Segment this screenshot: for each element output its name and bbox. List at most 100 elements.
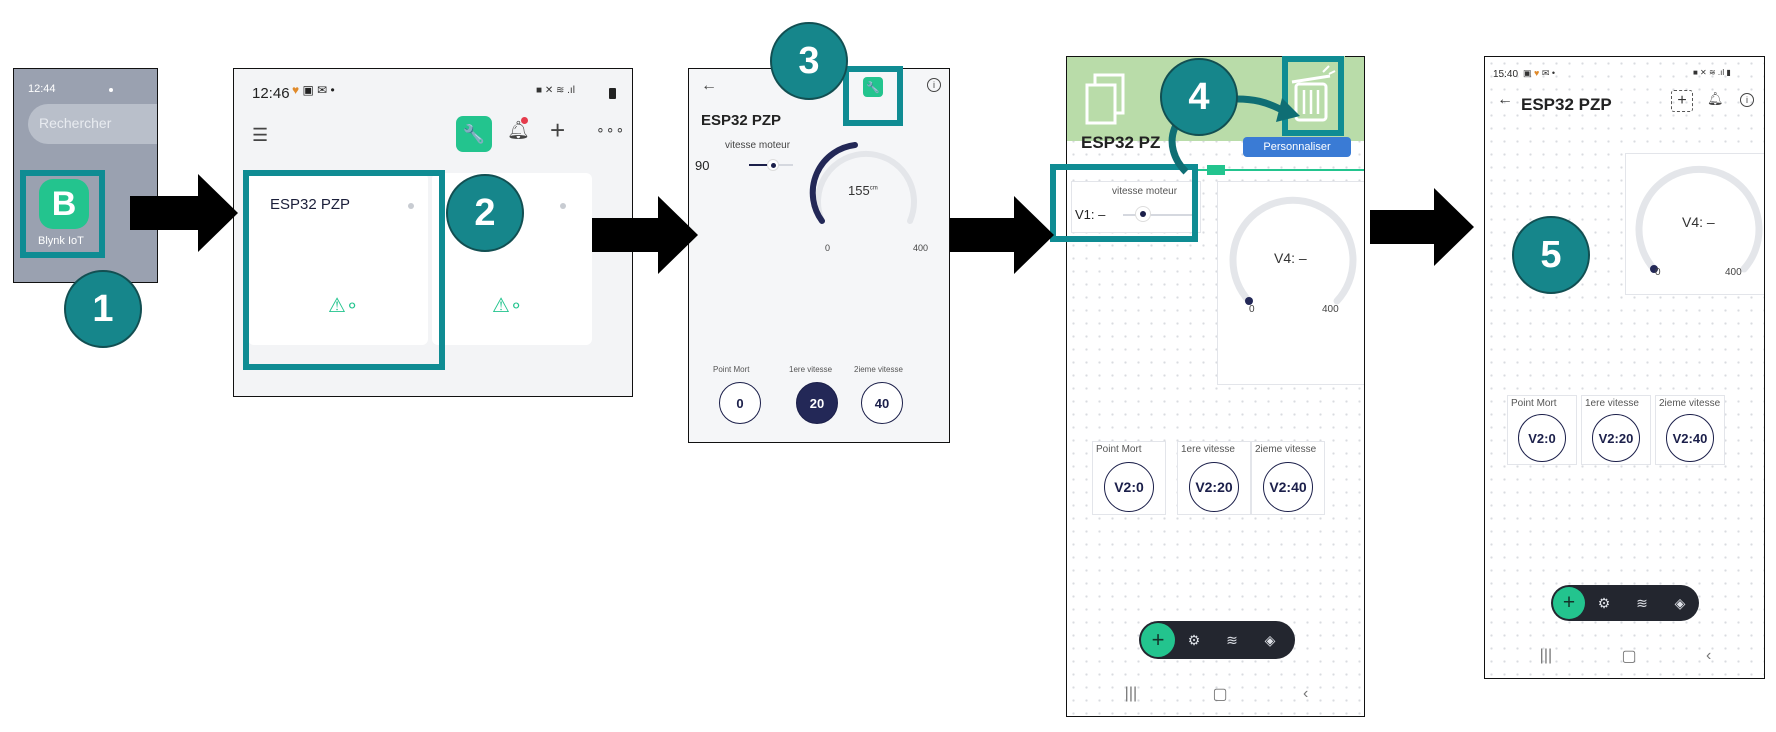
gauge-min: 0 (1655, 267, 1661, 278)
app-label: Blynk IoT (38, 235, 84, 247)
button-label-1ere-vitesse: 1ere vitesse (1181, 444, 1235, 455)
trash-icon[interactable] (1287, 62, 1337, 126)
step-badge-1: 1 (64, 270, 142, 348)
highlight-app-icon (20, 170, 105, 258)
search-bar[interactable]: Rechercher (28, 104, 157, 144)
edit-toolbar: + ⚙ ≋ ◈ (1551, 585, 1699, 621)
plus-icon[interactable]: + (550, 115, 566, 145)
slider-track[interactable] (1123, 206, 1193, 222)
signal-icons: ■ ✕ ≋ .ıl (536, 85, 575, 96)
battery-icon (609, 88, 616, 99)
datastreams-icon[interactable]: ≋ (1636, 594, 1648, 611)
panel-edit-mode: ESP32 PZ Personnaliser vitesse moteur V1… (1066, 56, 1365, 717)
gauge-max: 400 (913, 243, 929, 253)
datastreams-icon[interactable]: ≋ (1226, 631, 1238, 648)
edit-selection-line (1197, 169, 1364, 171)
recent-apps-icon[interactable]: ||| (1539, 647, 1553, 664)
add-widget-button[interactable]: + (1553, 587, 1585, 619)
slider-thumb[interactable] (1135, 206, 1151, 222)
app-letter: B (51, 184, 77, 223)
step-badge-2: 2 (446, 174, 524, 252)
plus-icon[interactable]: + (1671, 90, 1693, 112)
gauge (1229, 196, 1357, 305)
signal-icons: ■ ✕ ≋ .ıl ▮ (1693, 68, 1731, 77)
gauge-min: 0 (1249, 304, 1255, 315)
highlight-device-card (243, 170, 445, 370)
gear-icon[interactable]: ⚙ (1187, 631, 1201, 648)
home-icon[interactable]: ▢ (1621, 648, 1637, 665)
gauge-value: V4: – (1682, 214, 1715, 230)
recent-apps-icon[interactable]: ||| (1124, 685, 1138, 702)
slider-thumb[interactable] (767, 159, 779, 171)
wrench-icon[interactable]: 🔧 (456, 116, 492, 152)
panel-dashboard: ← 🔧 i ESP32 PZP vitesse moteur 90 155cm … (688, 68, 950, 443)
hamburger-icon[interactable]: ☰ (252, 125, 269, 145)
highlight-slider-widget (1050, 164, 1198, 242)
blynk-app-icon[interactable]: B (39, 179, 89, 229)
button-label-1ere-vitesse: 1ere vitesse (789, 365, 833, 374)
button-2ieme-vitesse[interactable]: V2:40 (1263, 462, 1313, 512)
status-time: 12:46 (252, 85, 290, 102)
gauge-max: 400 (1322, 304, 1339, 315)
status-icons: ♥ ▣ ✉ • (292, 83, 335, 97)
info-icon[interactable]: i (927, 78, 941, 92)
device-card[interactable]: ESP32 PZP ⚠︎∘ (248, 173, 428, 345)
slider-label: vitesse moteur (1112, 186, 1178, 197)
layers-icon[interactable]: ◈ (1264, 631, 1276, 648)
add-widget-button[interactable]: + (1141, 623, 1175, 657)
bell-icon[interactable]: 🔔︎ (1707, 91, 1724, 106)
gauge-widget[interactable] (1625, 153, 1764, 295)
button-label-1ere-vitesse: 1ere vitesse (1585, 398, 1639, 409)
gauge-value: 155cm (848, 183, 878, 198)
layers-icon[interactable]: ◈ (1674, 594, 1686, 611)
button-2ieme-vitesse[interactable]: 40 (861, 382, 903, 424)
gauge-widget[interactable] (1217, 181, 1364, 385)
slider-widget[interactable]: vitesse moteur (1071, 181, 1201, 233)
gauge-value: V4: – (1274, 250, 1307, 266)
edit-toolbar: + ⚙ ≋ ◈ (1139, 621, 1295, 659)
selection-handle[interactable] (1207, 165, 1225, 175)
trash-box (1282, 56, 1345, 136)
device-name: ESP32 PZP (270, 196, 351, 213)
button-1ere-vitesse[interactable]: V2:20 (1592, 414, 1640, 462)
status-time: 12:44 (28, 83, 56, 95)
button-2ieme-vitesse[interactable]: V2:40 (1666, 414, 1714, 462)
android-nav-bar: ||| ▢ ‹ (1087, 683, 1346, 705)
button-label-2ieme-vitesse: 2ieme vitesse (854, 365, 903, 374)
button-1ere-vitesse[interactable]: V2:20 (1189, 462, 1239, 512)
info-icon[interactable]: i (1740, 93, 1754, 107)
gear-icon[interactable]: ⚙ (1597, 594, 1611, 611)
gauge-max: 400 (1725, 267, 1742, 278)
back-arrow-icon[interactable]: ← (1497, 91, 1513, 108)
flow-arrow-1 (130, 174, 238, 252)
back-arrow-icon[interactable]: ← (701, 77, 717, 94)
button-point-mort[interactable]: V2:0 (1104, 462, 1154, 512)
button-label-point-mort: Point Mort (1511, 398, 1557, 409)
device-template-icon: ⚠︎∘ (328, 295, 359, 317)
notification-dot (521, 117, 528, 124)
back-icon[interactable]: ‹ (1705, 647, 1712, 664)
status-icons: ▣ ♥ ✉ • (1523, 68, 1556, 78)
page-title: ESP32 PZ (1081, 133, 1161, 152)
slider-label: vitesse moteur (725, 140, 791, 151)
wrench-icon[interactable]: 🔧 (863, 77, 883, 97)
more-icon[interactable]: ∘∘∘ (596, 121, 626, 137)
android-nav-bar: ||| ▢ ‹ (1505, 645, 1746, 667)
status-time: 15:40 (1493, 69, 1519, 80)
button-point-mort[interactable]: 0 (719, 382, 761, 424)
customize-button[interactable]: Personnaliser (1243, 137, 1351, 157)
highlight-trash-icon (1282, 56, 1344, 136)
button-1ere-vitesse[interactable]: 20 (796, 382, 838, 424)
slider-value: 90 (695, 158, 710, 173)
back-icon[interactable]: ‹ (1302, 685, 1309, 702)
gauge-min: 0 (825, 243, 831, 253)
highlight-edit-button (843, 66, 903, 126)
copy-icon[interactable] (1083, 71, 1129, 127)
bell-icon[interactable]: 🔔︎ (507, 120, 530, 140)
slider-track[interactable] (749, 159, 793, 171)
button-point-mort[interactable]: V2:0 (1518, 414, 1566, 462)
home-icon[interactable]: ▢ (1212, 686, 1228, 703)
step-badge-4: 4 (1160, 58, 1238, 136)
panel-home-screen: 12:44 Rechercher B Blynk IoT (13, 68, 158, 283)
flow-arrow-3 (950, 196, 1054, 274)
